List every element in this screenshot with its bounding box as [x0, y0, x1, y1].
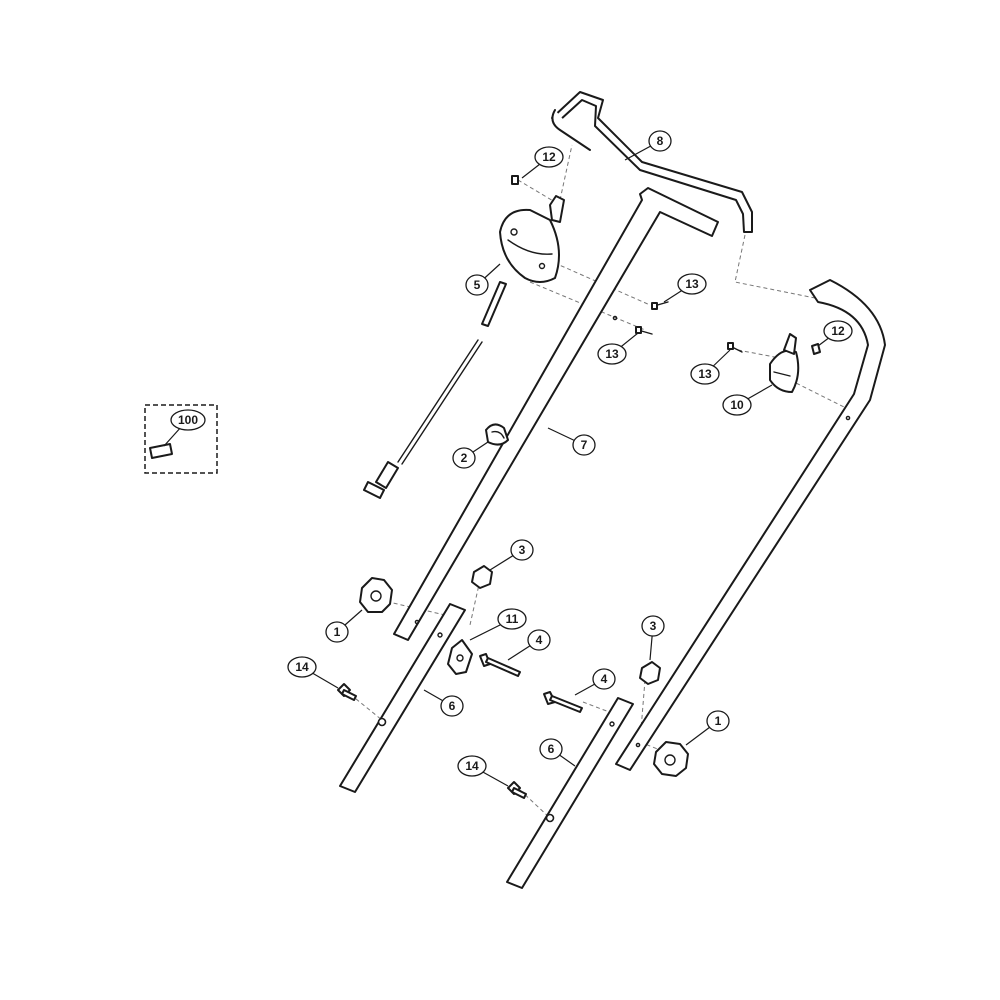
callout-label: 1	[715, 714, 722, 728]
upper-handle-bar	[551, 91, 753, 233]
callout-c1b: 1	[685, 710, 730, 746]
small-screw-13b	[635, 326, 653, 335]
callout-c13b: 13	[597, 332, 639, 365]
callout-bubble	[592, 668, 616, 690]
kit-box: 100	[144, 404, 218, 474]
callout-label: 14	[465, 759, 479, 773]
callout-bubble	[677, 273, 707, 295]
callout-label: 2	[461, 451, 468, 465]
callout-bubble	[572, 434, 596, 456]
callout-label: 12	[831, 324, 845, 338]
callout-label: 11	[506, 612, 519, 626]
left-lower-tube	[339, 603, 466, 793]
right-star-knob	[653, 741, 689, 777]
callout-c12b: 12	[817, 320, 853, 347]
callout-label: 12	[542, 150, 556, 164]
callout-c4a: 4	[507, 629, 551, 661]
callout-label: 8	[657, 134, 664, 148]
callout-c11: 11	[469, 608, 527, 641]
callout-bubble	[497, 608, 527, 630]
callout-label: 3	[519, 543, 526, 557]
right-nut	[639, 661, 661, 685]
callout-c14a: 14	[287, 656, 339, 689]
small-screw-13c	[727, 342, 743, 353]
callout-c14b: 14	[457, 755, 509, 787]
callout-bubble	[641, 615, 665, 637]
callout-c1a: 1	[325, 609, 363, 643]
control-housing	[481, 195, 565, 327]
callout-c7: 7	[547, 427, 596, 456]
small-screw-12a	[511, 175, 519, 185]
callout-label: 3	[650, 619, 657, 633]
kit-callout-label: 100	[178, 413, 198, 427]
callout-label: 13	[605, 347, 619, 361]
callout-c5: 5	[465, 263, 501, 296]
callout-c13c: 13	[690, 349, 731, 385]
small-screw-13a	[651, 301, 669, 310]
callout-bubble	[706, 710, 730, 732]
callout-bubble	[527, 629, 551, 651]
control-cable	[363, 339, 483, 499]
right-upper-tube	[615, 279, 886, 771]
callout-c3a: 3	[489, 539, 534, 571]
callout-c8: 8	[624, 130, 672, 161]
callout-bubble	[457, 755, 487, 777]
small-screw-12b	[811, 343, 821, 355]
control-lever	[769, 333, 800, 393]
callout-label: 5	[474, 278, 481, 292]
callout-label: 4	[536, 633, 543, 647]
callout-bubble	[440, 695, 464, 717]
left-nut	[471, 565, 493, 589]
right-screw	[507, 781, 527, 799]
callout-c2: 2	[452, 441, 489, 469]
callout-c6a: 6	[423, 689, 464, 717]
callout-bubble	[534, 146, 564, 168]
assembly-guide-lines	[344, 144, 851, 819]
callout-bubble	[452, 447, 476, 469]
callout-bubble	[325, 621, 349, 643]
right-lower-tube	[506, 697, 634, 889]
left-upper-tube	[393, 187, 719, 641]
left-bolt	[479, 653, 521, 677]
callout-bubble	[539, 738, 563, 760]
cable-clip	[485, 423, 509, 446]
callout-label: 10	[730, 398, 744, 412]
callout-label: 7	[581, 438, 588, 452]
callout-c13a: 13	[663, 273, 707, 303]
callout-label: 4	[601, 672, 608, 686]
left-screw	[337, 683, 357, 701]
callout-label: 14	[295, 660, 309, 674]
callout-label: 1	[334, 625, 341, 639]
callout-label: 6	[449, 699, 456, 713]
callout-bubble	[648, 130, 672, 152]
callout-bubble	[823, 320, 853, 342]
callout-c3b: 3	[641, 615, 665, 661]
callout-bubble	[465, 274, 489, 296]
callout-bubble	[690, 363, 720, 385]
callout-c6b: 6	[539, 738, 576, 767]
callout-c12a: 12	[521, 146, 564, 179]
callout-c10: 10	[722, 384, 773, 416]
right-bolt	[543, 691, 583, 713]
callout-bubble	[287, 656, 317, 678]
callout-bubble	[597, 343, 627, 365]
left-star-knob	[359, 577, 393, 613]
callout-label: 6	[548, 742, 555, 756]
callout-label: 13	[685, 277, 699, 291]
callout-c4b: 4	[574, 668, 616, 696]
callout-label: 13	[698, 367, 712, 381]
callout-bubble	[722, 394, 752, 416]
clamp-bracket	[447, 639, 473, 675]
callout-bubble	[510, 539, 534, 561]
